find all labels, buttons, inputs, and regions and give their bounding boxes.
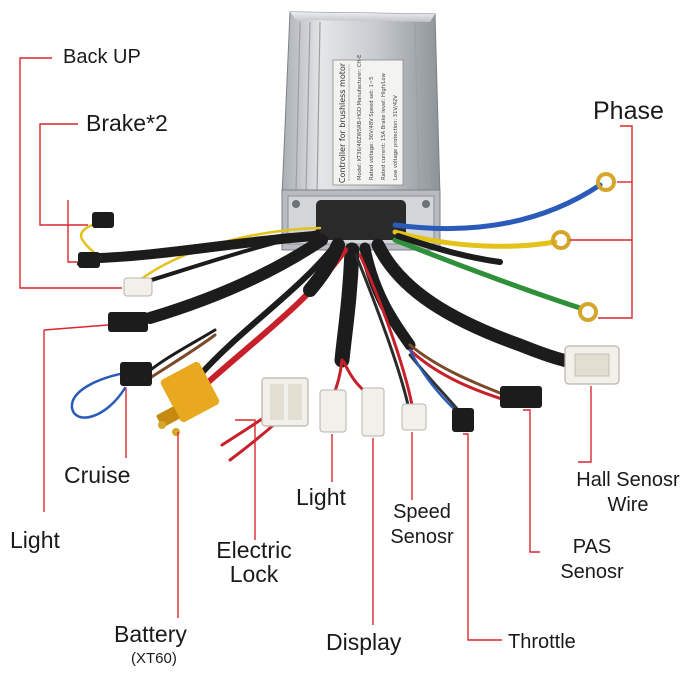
leader-pas xyxy=(523,409,540,553)
leader-electric-lock xyxy=(235,419,256,540)
nameplate: Controller for brushless motor Model: KT… xyxy=(332,55,404,186)
leader-throttle xyxy=(463,433,502,641)
label-speed-sensor-line-1: Speed xyxy=(393,501,451,523)
label-speed-sensor: Speed Senosr xyxy=(382,502,462,548)
phase-ring-terminal xyxy=(551,172,616,322)
connectors xyxy=(78,172,620,437)
label-phase: Phase xyxy=(593,97,664,125)
label-hall-line-1: Hall Senosr xyxy=(576,469,680,491)
light-cable xyxy=(144,234,328,324)
pas-sensor-connector xyxy=(500,386,542,408)
cruise-connector xyxy=(120,362,152,386)
label-brake: Brake*2 xyxy=(86,110,168,136)
leader-phase xyxy=(598,125,633,319)
brake-connector xyxy=(92,212,114,228)
brake-connector xyxy=(78,252,100,268)
leader-brake xyxy=(39,123,88,226)
label-electric-lock-line-2: Lock xyxy=(229,561,279,588)
nameplate-title: Controller for brushless motor xyxy=(338,62,347,183)
display-cable xyxy=(334,242,360,368)
light-connector-left xyxy=(108,312,148,332)
hall-sensor-cable xyxy=(371,238,579,369)
label-light-mid: Light xyxy=(296,484,346,510)
light-connector-mid xyxy=(319,389,347,433)
label-throttle: Throttle xyxy=(508,631,576,653)
heat-sink-fins xyxy=(295,21,430,193)
backup-connector xyxy=(123,277,153,297)
leader-hall xyxy=(578,386,592,463)
label-pas-line-1: PAS xyxy=(572,536,612,558)
nameplate-line: Low voltage protection: 31V/42V xyxy=(393,95,399,180)
leader-lines xyxy=(19,57,633,641)
leader-back-up xyxy=(19,57,122,289)
label-light-left: Light xyxy=(10,527,60,553)
label-cruise: Cruise xyxy=(64,462,131,488)
label-pas-sensor: PAS Senosr xyxy=(548,537,636,583)
cable-gland xyxy=(316,200,406,240)
label-speed-sensor-line-2: Senosr xyxy=(390,526,454,548)
label-battery-sub: (XT60) xyxy=(131,650,177,667)
battery-xt60-connector xyxy=(156,361,220,436)
label-pas-line-2: Senosr xyxy=(560,561,624,583)
leader-brake xyxy=(67,200,78,263)
cruise-loop-wire xyxy=(70,370,132,419)
throttle-connector xyxy=(452,408,474,432)
phase-wire-blue xyxy=(392,182,603,232)
nameplate-line: Rated current: 15A Brake level: High/Low xyxy=(381,72,387,180)
label-display: Display xyxy=(326,629,402,655)
brake-cable xyxy=(95,231,321,263)
label-electric-lock: Electric Lock xyxy=(200,538,308,586)
label-hall-sensor-wire: Hall Senosr Wire xyxy=(560,470,696,516)
display-connector xyxy=(361,387,385,437)
screw-icon xyxy=(292,200,300,208)
nameplate-line: Model: KT36/48ZWSRB-HGD Manufacturer: CH… xyxy=(357,55,363,180)
label-back-up: Back UP xyxy=(63,46,141,68)
screw-icon xyxy=(422,200,430,208)
phase-wire-green xyxy=(392,237,583,311)
label-electric-lock-line-1: Electric xyxy=(216,537,292,563)
label-hall-line-2: Wire xyxy=(607,494,649,516)
speed-sensor-connector xyxy=(401,403,427,431)
nameplate-line: Rated voltage: 36V/48V Speed set: 1~5 xyxy=(369,77,375,181)
phase-wire-yellow xyxy=(392,229,558,249)
label-battery: Battery xyxy=(114,621,187,647)
